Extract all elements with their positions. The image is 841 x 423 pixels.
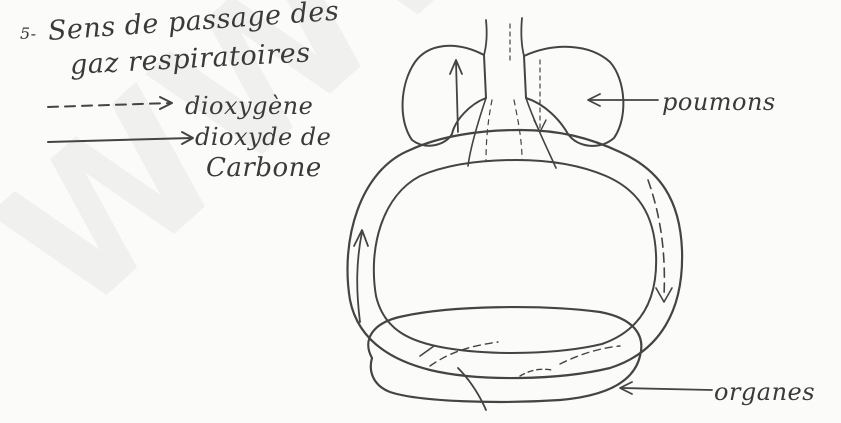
organs-shape [368,307,641,410]
legend-solid-arrow [48,132,193,144]
loop-flow-arrows [354,180,672,366]
organs-pointer-arrow [620,382,712,394]
legend-dashed-arrow [48,97,172,109]
heart-shape [468,98,556,168]
blood-circulation-loop [348,130,683,378]
trachea-shape [484,18,524,60]
lung-exhale-arrows [450,58,546,132]
